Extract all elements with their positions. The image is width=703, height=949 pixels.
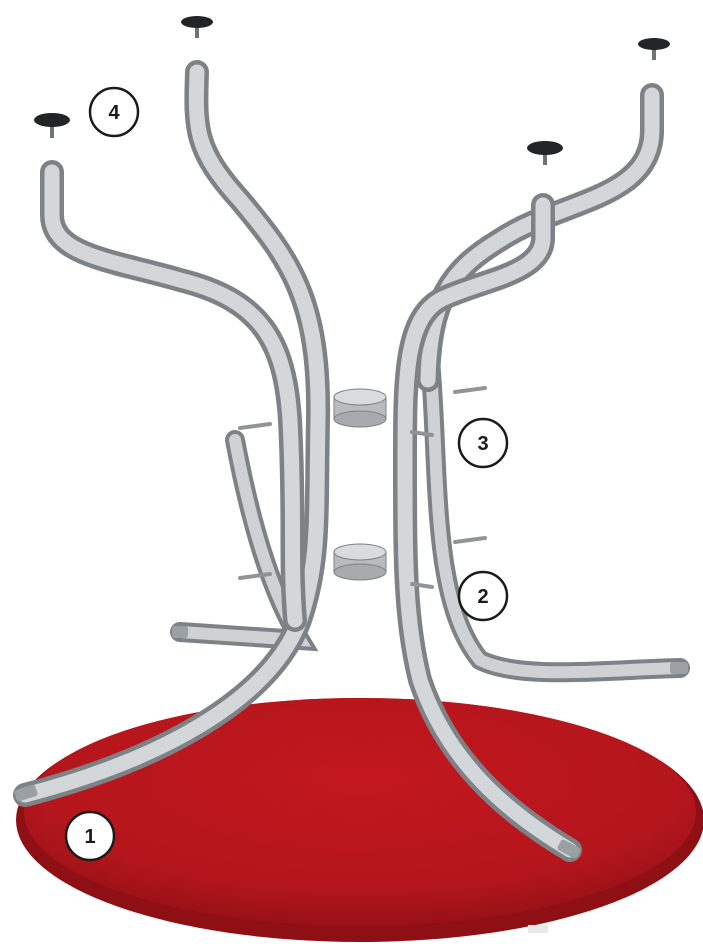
- foot-end: [172, 626, 188, 638]
- glide-cap-icon: [527, 141, 563, 165]
- callout-4: 4: [90, 88, 138, 136]
- callout-2-label: 2: [477, 586, 488, 608]
- leg-top-center: [25, 72, 318, 795]
- callout-1: 1: [66, 812, 114, 860]
- glide-cap-icon: [638, 38, 670, 60]
- callout-3-label: 3: [477, 433, 488, 455]
- callout-1-label: 1: [84, 826, 95, 848]
- foot-end: [670, 662, 688, 674]
- leg-back-right: [430, 360, 680, 672]
- callout-4-label: 4: [108, 102, 120, 124]
- upper-connector-ring: [334, 389, 386, 427]
- glide-cap-icon: [34, 113, 70, 138]
- lower-connector-ring: [334, 544, 386, 580]
- table-top: [16, 698, 703, 942]
- glide-cap-icon: [181, 16, 213, 38]
- callout-2: 2: [459, 572, 507, 620]
- callout-3: 3: [459, 419, 507, 467]
- label-sticker: [528, 925, 548, 933]
